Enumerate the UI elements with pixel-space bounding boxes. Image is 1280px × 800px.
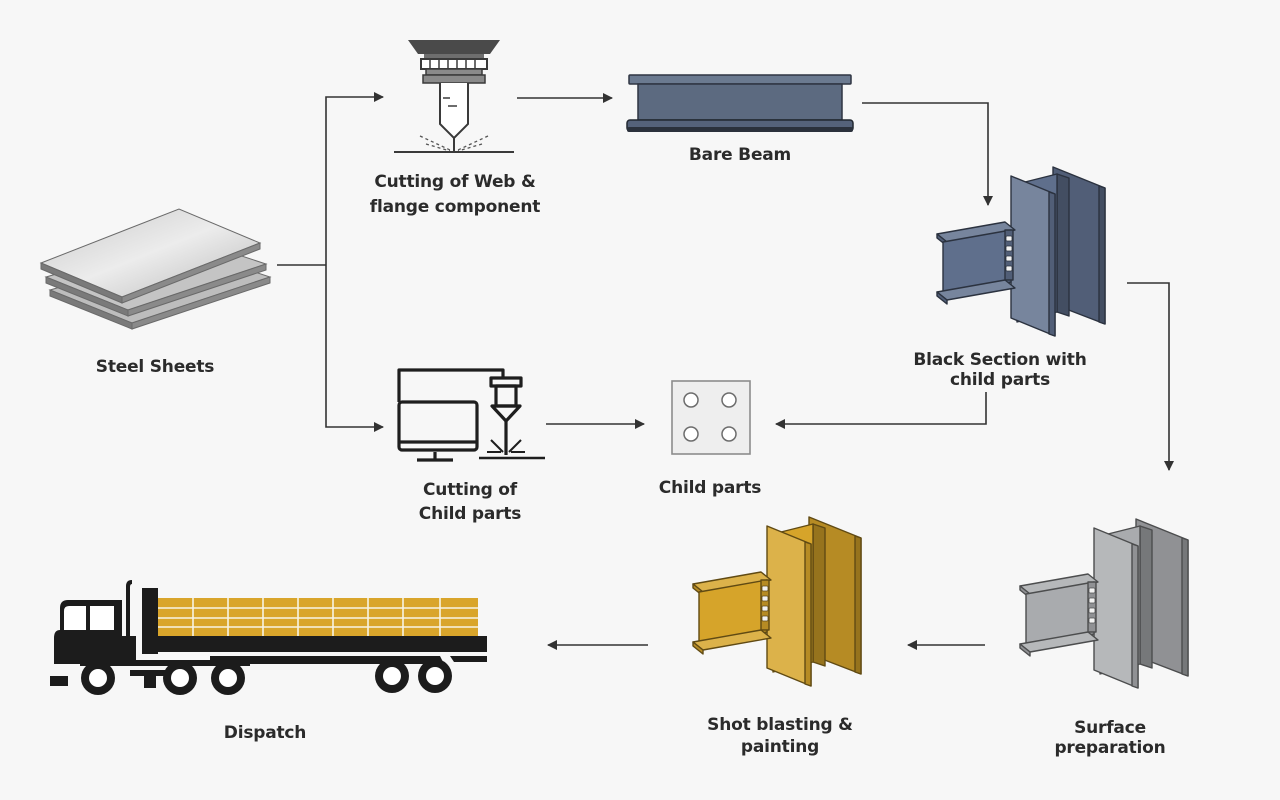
label-dispatch: Dispatch [223,723,307,743]
edge-sheets-to-cutting-web [325,92,384,265]
edge-sheets-to-cutting-child [325,265,384,432]
node-dispatch [50,578,490,698]
edge-black-section-to-child-parts [775,392,987,429]
label-surface-prep-line2: preparation [1054,738,1166,758]
edge-black-section-to-surface-prep [1127,282,1174,471]
beam-column-assembly-icon [936,166,1106,337]
base-plate-icon [671,380,751,455]
label-shot-blasting-line2: painting [740,737,820,757]
node-cutting-web [390,38,520,158]
label-cutting-child-line2: Child parts [418,504,522,524]
label-cutting-web-line2: flange component [369,197,541,217]
label-steel-sheets: Steel Sheets [95,357,215,377]
steel-cargo [158,598,478,636]
node-bare-beam [626,72,856,136]
laser-cutter-icon [394,40,514,153]
label-cutting-child-line1: Cutting of [423,480,517,500]
label-shot-blasting-line1: Shot blasting & [707,715,853,735]
flatbed-truck-icon [50,580,487,695]
node-child-parts [671,380,753,456]
label-black-section-line1: Black Section with [913,350,1087,370]
label-surface-prep-line1: Surface [1074,718,1146,738]
label-cutting-web-line1: Cutting of Web & [374,172,536,192]
beam-column-assembly-icon [692,516,862,687]
label-black-section-line2: child parts [950,370,1050,390]
beam-column-assembly-icon [1019,518,1189,689]
edge-bare-beam-to-black-section [862,102,993,206]
i-beam-icon [626,74,854,132]
node-steel-sheets [38,205,278,345]
node-surface-prep [1016,516,1196,691]
cnc-plasma-cutter-icon [397,368,545,462]
label-child-parts: Child parts [658,478,762,498]
node-cutting-child [395,368,545,468]
label-bare-beam: Bare Beam [688,145,792,165]
node-black-section [933,164,1113,339]
node-shot-blasting [689,514,869,689]
stacked-steel-sheets-icon [39,208,272,330]
